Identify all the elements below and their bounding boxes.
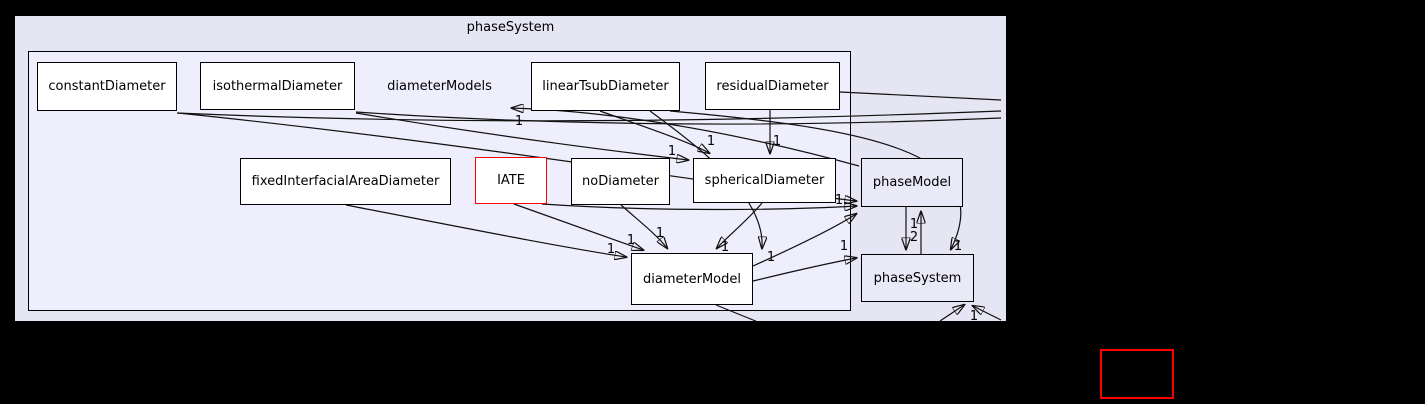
- edge-label: 1: [515, 114, 523, 129]
- edge-label: 1: [835, 193, 843, 208]
- node-diameterModel[interactable]: diameterModel: [631, 253, 753, 305]
- red-highlight-box[interactable]: [1100, 349, 1174, 399]
- node-phaseModel[interactable]: phaseModel: [861, 158, 963, 207]
- edge-label: 1: [721, 240, 729, 255]
- edge-IATE-to-diameterModel: [513, 203, 643, 250]
- edge-label: 1: [707, 134, 715, 149]
- edge-residualDiameter-to-offscreen-right: [839, 91, 1002, 101]
- edge-label: 1: [840, 239, 848, 254]
- node-phaseSystem[interactable]: phaseSystem: [861, 254, 974, 302]
- edge-sphericalDiameter-to-diameterModel: [717, 202, 763, 248]
- edge-label: 1: [607, 242, 615, 257]
- node-IATE[interactable]: IATE: [475, 157, 547, 204]
- edge-label: 1: [668, 144, 676, 159]
- edge-isothermalDiameter-to-offscreen-right: [355, 111, 1002, 125]
- edge-label: 2: [910, 230, 918, 245]
- inner-cluster-label[interactable]: diameterModels: [387, 79, 492, 94]
- node-fixedInterfacialAreaDiameter[interactable]: fixedInterfacialAreaDiameter: [240, 158, 451, 205]
- edge-IATE-to-phaseModel: [541, 204, 856, 210]
- node-constantDiameter[interactable]: constantDiameter: [37, 62, 177, 111]
- edge-diameterModel-to-phaseModel: [752, 214, 856, 267]
- edge-isothermalDiameter-to-sphericalDiameter: [355, 112, 688, 160]
- node-sphericalDiameter[interactable]: sphericalDiameter: [693, 158, 836, 203]
- edge-label: 1: [773, 134, 781, 149]
- edge-diameterModel-to-phaseSystem: [752, 258, 856, 282]
- edge-label: 1: [954, 239, 962, 254]
- node-noDiameter[interactable]: noDiameter: [571, 158, 670, 205]
- edge-offscreen-right-to-phaseSystem: [973, 306, 1002, 321]
- edge-label: 1: [656, 226, 664, 241]
- node-linearTsubDiameter[interactable]: linearTsubDiameter: [531, 62, 680, 111]
- outer-cluster-label[interactable]: phaseSystem: [466, 20, 555, 35]
- edge-noDiameter-to-diameterModel: [620, 204, 667, 248]
- edge-label: 1: [970, 309, 978, 324]
- edge-fixedInterfacialAreaDiameter-to-diameterModel: [345, 204, 626, 257]
- edge-linearTsubDiameter-to-sphericalDiameter: [599, 110, 709, 153]
- edge-diameterModel-to-offscreen-bottom: [715, 304, 759, 323]
- node-isothermalDiameter[interactable]: isothermalDiameter: [200, 62, 355, 110]
- edge-label: 1: [910, 217, 918, 232]
- edge-constantDiameter-to-offscreen-right: [176, 110, 1002, 122]
- edge-offscreen-bottom-to-phaseSystem: [939, 305, 964, 322]
- node-residualDiameter[interactable]: residualDiameter: [705, 62, 840, 110]
- edge-label: 1: [627, 233, 635, 248]
